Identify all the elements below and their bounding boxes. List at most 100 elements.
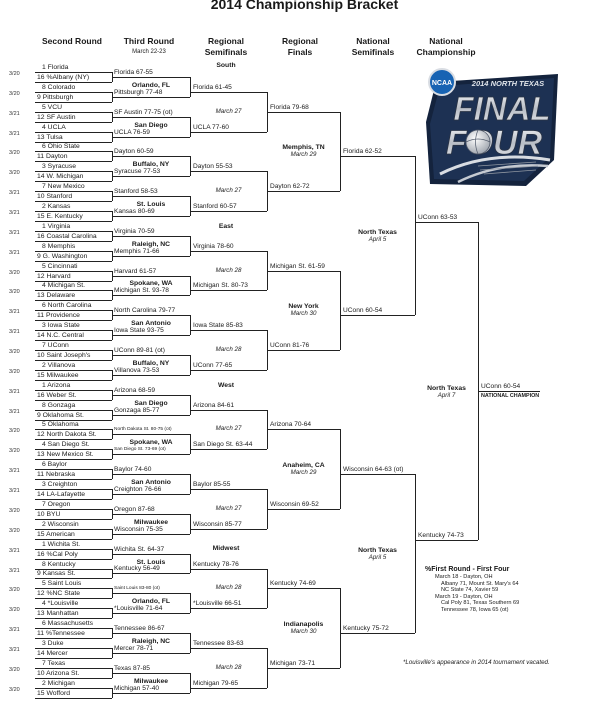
game-site: San Antonio	[131, 320, 171, 328]
bracket-line	[190, 315, 191, 336]
bracket-line	[35, 121, 112, 123]
bracket-line	[112, 76, 190, 78]
bracket-line	[478, 391, 540, 392]
bracket-line	[267, 508, 340, 510]
game-result: Villanova 73-53	[114, 366, 160, 374]
region-label-east: East	[218, 223, 234, 230]
game-site: Milwaukee	[134, 677, 168, 685]
bracket-line	[112, 553, 190, 555]
game-date: 3/20	[9, 686, 20, 693]
game-date: 3/20	[9, 448, 20, 455]
game-date: 3/21	[9, 567, 20, 574]
bracket-line	[112, 687, 113, 698]
game-result: UConn 89-81 (ot)	[114, 347, 165, 354]
team-entry: 3 Syracuse	[42, 163, 77, 171]
first-four-notes: %First Round - First Four March 18 - Day…	[425, 566, 605, 614]
team-entry: 14 Mercer	[37, 649, 68, 657]
header-second-round: Second Round	[42, 36, 102, 46]
bracket-line	[35, 379, 112, 381]
team-entry: 11 Dayton	[37, 153, 68, 161]
bracket-line	[112, 434, 190, 436]
bracket-line	[267, 270, 340, 272]
bracket-line	[190, 211, 267, 213]
bracket-line	[35, 350, 112, 352]
bracket-line	[35, 250, 112, 252]
champion-result: UConn 60-54	[481, 383, 521, 390]
team-entry: 3 Duke	[42, 639, 64, 647]
bracket-line	[190, 608, 267, 610]
game-date: 3/21	[9, 110, 20, 117]
game-result: Florida 62-52	[343, 148, 382, 156]
bracket-line	[35, 191, 112, 193]
game-result: Tennessee 86-67	[114, 625, 165, 633]
bracket-line	[112, 116, 190, 118]
game-result: Arizona 70-64	[270, 421, 312, 429]
bracket-line	[190, 355, 191, 375]
game-date: 3/21	[9, 547, 20, 554]
bracket-line	[35, 469, 112, 471]
game-site: Buffalo, NY	[132, 359, 170, 367]
team-entry: 2 Wisconsin	[42, 520, 79, 528]
game-result: UConn 63-53	[418, 214, 458, 221]
bracket-line	[190, 394, 191, 415]
game-date: 3/21	[9, 329, 20, 336]
team-entry: 11 %Tennessee	[37, 630, 85, 637]
bracket-line	[112, 369, 113, 380]
team-entry: 8 Colorado	[42, 83, 76, 91]
bracket-line	[112, 315, 190, 317]
region-label-midwest: Midwest	[212, 545, 240, 552]
game-result: Gonzaga 85-77	[114, 406, 160, 414]
team-entry: 10 Saint Joseph's	[37, 351, 91, 359]
game-result: Arizona 84-61	[193, 401, 235, 409]
game-date: 3/20	[9, 269, 20, 276]
bracket-line	[35, 449, 112, 451]
game-site: Buffalo, NY	[132, 161, 170, 169]
team-entry: 11 Providence	[37, 312, 80, 320]
first-four-title: %First Round - First Four	[425, 566, 510, 573]
bracket-line	[112, 270, 113, 281]
bracket-line	[190, 250, 267, 252]
bracket-line	[340, 270, 341, 351]
team-entry: 2 Michigan	[42, 679, 75, 687]
game-result: Virginia 78-60	[193, 242, 234, 250]
game-result: SF Austin 77-75 (ot)	[114, 108, 173, 116]
bracket-line	[112, 389, 113, 400]
bracket-line	[35, 111, 112, 113]
game-date: March 30	[290, 628, 317, 636]
team-entry: 8 Gonzaga	[42, 401, 76, 409]
game-result: Kentucky 78-76	[193, 560, 239, 568]
game-result: UCLA 76-59	[114, 128, 150, 136]
bracket-line	[190, 156, 191, 177]
game-date: March 27	[215, 425, 242, 433]
game-site: St. Louis	[136, 558, 166, 566]
bracket-line	[35, 310, 112, 312]
game-site: Orlando, FL	[131, 81, 171, 89]
game-site: Anaheim, CA	[282, 462, 325, 470]
game-date: 3/20	[9, 289, 20, 296]
team-entry: 14 LA-Lafayette	[37, 490, 85, 498]
bracket-line	[112, 429, 113, 440]
game-site: Indianapolis	[283, 621, 324, 629]
bracket-line	[112, 454, 190, 456]
bracket-line	[112, 489, 113, 499]
bracket-line	[112, 335, 190, 337]
game-result: Kentucky 56-49	[114, 565, 160, 573]
bracket-line	[190, 275, 191, 296]
bracket-line	[35, 201, 112, 203]
team-entry: 15 American	[37, 530, 75, 538]
bracket-line	[35, 647, 112, 649]
bracket-line	[112, 409, 113, 420]
bracket-line	[112, 215, 190, 217]
game-site: San Antonio	[131, 479, 171, 487]
bracket-line	[35, 489, 112, 491]
bracket-line	[112, 275, 190, 277]
team-entry: 2 Villanova	[42, 361, 76, 369]
region-label-west: West	[217, 382, 235, 389]
bracket-line	[35, 151, 112, 153]
team-entry: 10 Stanford	[37, 193, 73, 201]
bracket-line	[190, 131, 267, 133]
region-label-south: South	[216, 62, 236, 69]
team-entry: 4 San Diego St.	[42, 441, 90, 449]
team-entry: 8 Memphis	[42, 242, 76, 250]
